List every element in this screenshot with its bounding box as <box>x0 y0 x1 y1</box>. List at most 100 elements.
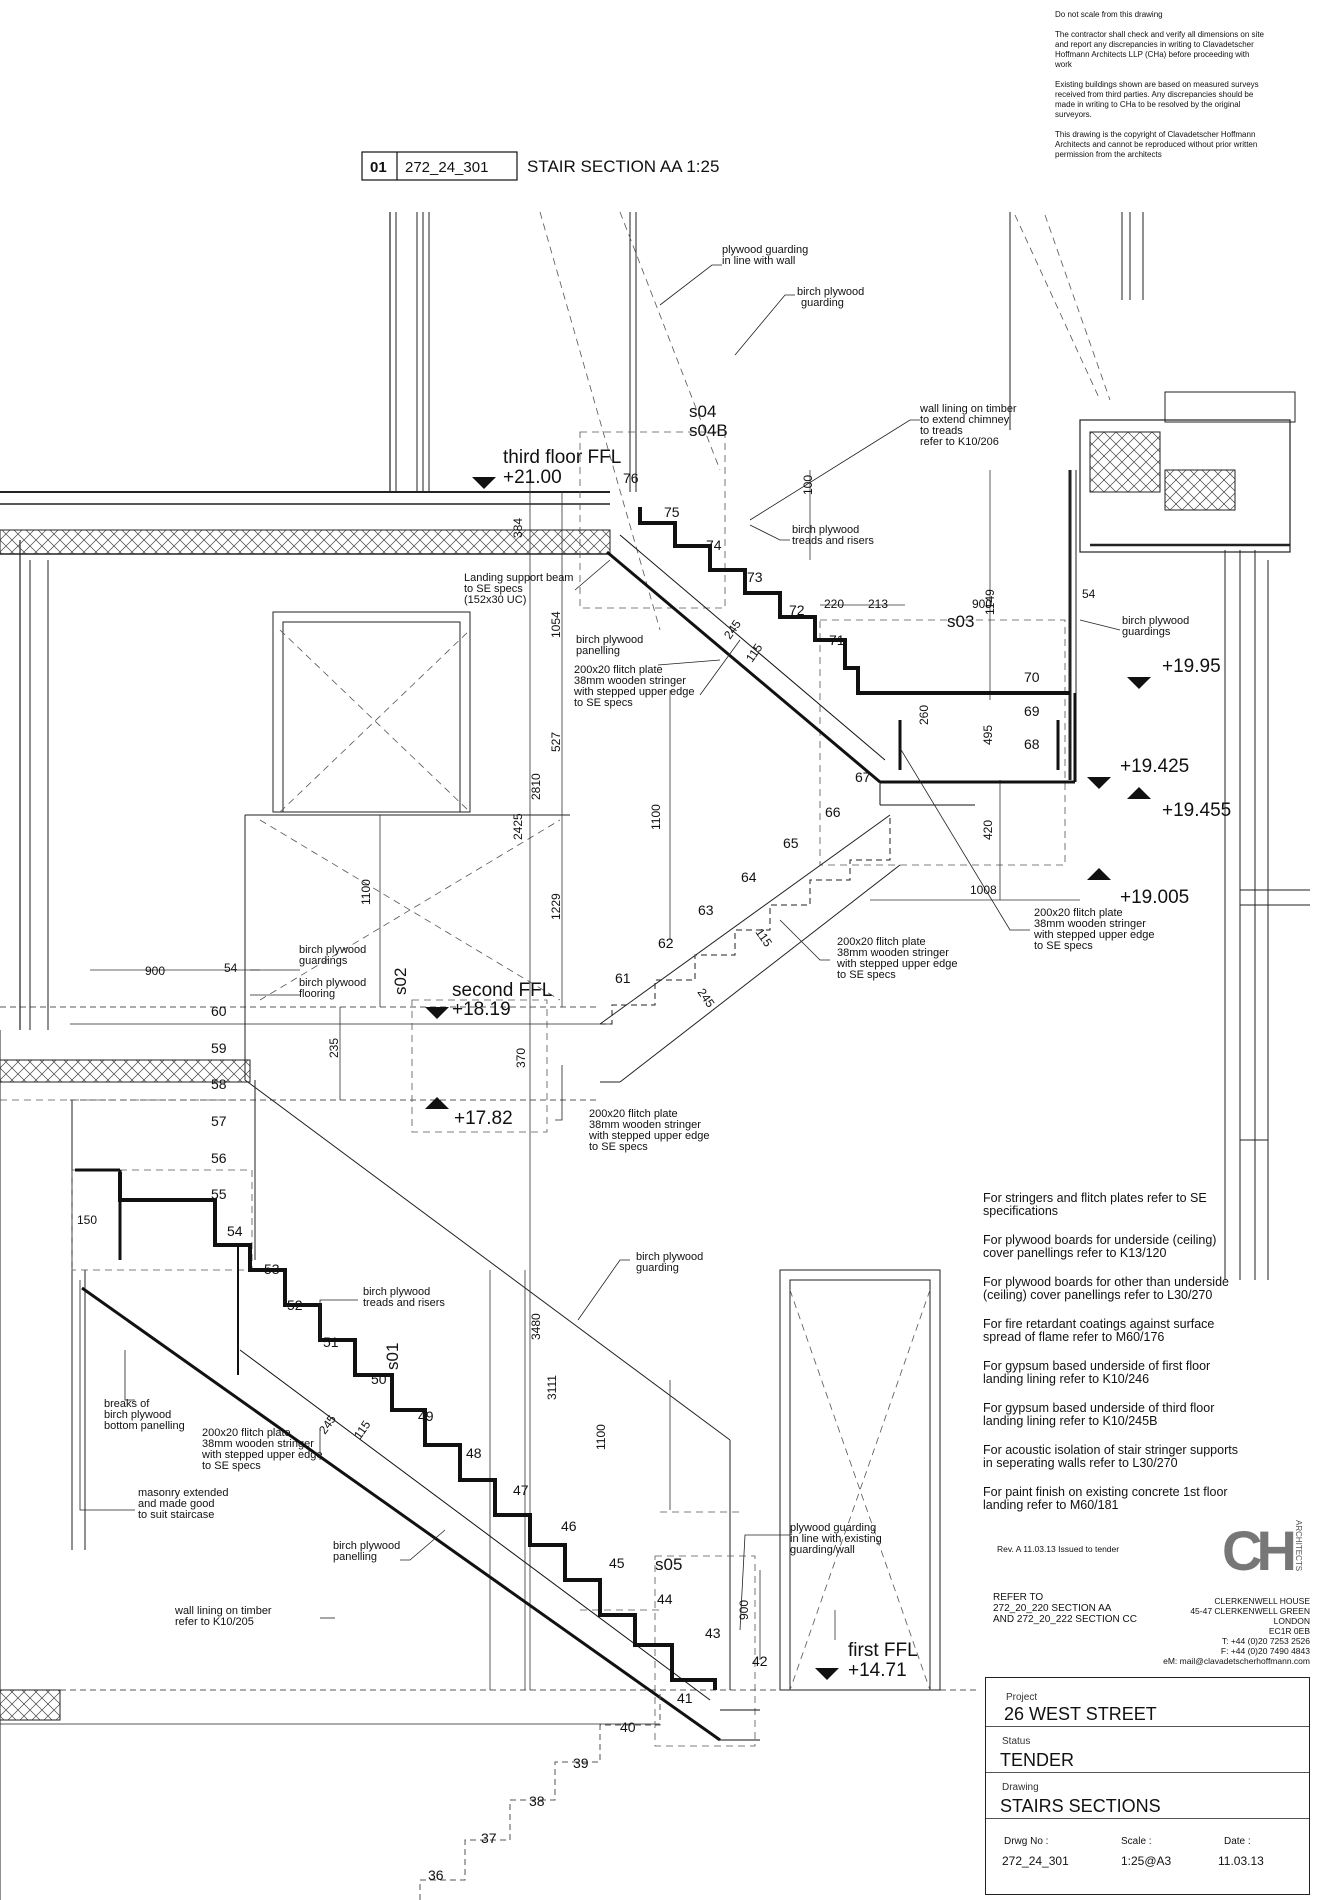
note-breaks-2: birch plywood <box>104 1409 171 1421</box>
note-wall-lining-1: wall lining on timber <box>919 403 1017 415</box>
spec-4: For fire retardant coatings against surf… <box>983 1317 1215 1344</box>
step-73: 73 <box>747 569 763 585</box>
dim-370: 370 <box>514 1048 528 1068</box>
step-69: 69 <box>1024 703 1040 719</box>
step-65: 65 <box>783 835 799 851</box>
revision-note: Rev. A 11.03.13 Issued to tender <box>997 1544 1120 1554</box>
level-third-value: +21.00 <box>503 467 562 488</box>
logo-side-text: ARCHITECTS <box>1294 1520 1303 1572</box>
section-s03: s03 <box>947 612 974 631</box>
dim-527: 527 <box>549 732 563 752</box>
refer-to-line-3: AND 272_20_222 SECTION CC <box>993 1614 1137 1625</box>
stair-lowest-flight <box>419 1690 661 1900</box>
leader-lines <box>79 264 1121 1631</box>
section-s02: s02 <box>391 968 410 995</box>
step-72: 72 <box>789 602 805 618</box>
spec-5: For gypsum based underside of first floo… <box>983 1359 1211 1386</box>
note-flitch-mid-4: to SE specs <box>837 969 896 981</box>
address-line-6: F: +44 (0)20 7490 4843 <box>1220 1646 1310 1656</box>
dim-54-a: 54 <box>1082 587 1096 601</box>
step-59: 59 <box>211 1040 227 1056</box>
level-marker-second <box>425 1007 449 1019</box>
dim-900-a: 900 <box>972 597 992 611</box>
specification-notes: For stringers and flitch plates refer to… <box>983 1192 1238 1528</box>
dim-235: 235 <box>327 1038 341 1058</box>
dim-260: 260 <box>917 705 931 725</box>
refer-to-line-2: 272_20_220 SECTION AA <box>993 1603 1112 1614</box>
note-wall-lining-2: to extend chimney <box>920 414 1010 426</box>
view-title: STAIR SECTION AA 1:25 <box>527 157 719 176</box>
view-number: 01 <box>370 159 387 176</box>
note-panelling-upper-1: birch plywood <box>576 634 643 646</box>
step-37: 37 <box>481 1830 497 1846</box>
drwg-no-value: 272_24_301 <box>1002 1854 1069 1868</box>
level-second-name: second FFL <box>452 980 552 1001</box>
note-birch-guarding-1: birch plywood <box>797 286 864 298</box>
stair-upper-flight <box>606 507 1077 806</box>
dim-3480: 3480 <box>529 1313 543 1340</box>
level-1782: +17.82 <box>454 1108 513 1129</box>
dim-245-b: 245 <box>695 986 718 1011</box>
note-guarding-existing-3: guarding/wall <box>790 1544 855 1556</box>
step-61: 61 <box>615 970 631 986</box>
note-treads-upper-2: treads and risers <box>792 535 874 547</box>
project-row: Project 26 WEST STREET <box>986 1678 1309 1727</box>
step-55: 55 <box>211 1186 227 1202</box>
refer-to-line-1: REFER TO <box>993 1592 1044 1603</box>
note-flitch-lower-1: 200x20 flitch plate <box>202 1427 291 1439</box>
status-label: Status <box>1002 1736 1031 1747</box>
step-70: 70 <box>1024 669 1040 685</box>
step-41: 41 <box>677 1690 693 1706</box>
dim-54-b: 54 <box>224 961 238 975</box>
drawing-title: STAIRS SECTIONS <box>1000 1796 1161 1816</box>
dim-1100-a: 1100 <box>359 879 373 905</box>
address-line-3: LONDON <box>1273 1616 1310 1626</box>
step-56: 56 <box>211 1150 227 1166</box>
note-flitch-mid-1: 200x20 flitch plate <box>837 936 926 948</box>
existing-structure <box>0 212 1310 1900</box>
note-panelling-lower-2: panelling <box>333 1551 377 1563</box>
step-54: 54 <box>227 1223 243 1239</box>
step-74: 74 <box>706 537 722 553</box>
dim-1008: 1008 <box>970 883 997 897</box>
note-treads-lower-1: birch plywood <box>363 1286 430 1298</box>
note-wall-lining-lower-2: refer to K10/205 <box>175 1616 254 1628</box>
note-panelling-lower-1: birch plywood <box>333 1540 400 1552</box>
drawing-label: Drawing <box>1002 1782 1039 1793</box>
project-name: 26 WEST STREET <box>1004 1704 1157 1724</box>
step-68: 68 <box>1024 736 1040 752</box>
level-marker-third <box>472 477 496 489</box>
note-masonry-1: masonry extended <box>138 1487 229 1499</box>
view-tag: 01 272_24_301 STAIR SECTION AA 1:25 <box>361 151 719 181</box>
note-landing-beam-2: to SE specs <box>464 583 523 595</box>
address-line-1: CLERKENWELL HOUSE <box>1214 1596 1310 1606</box>
drawing-row: Drawing STAIRS SECTIONS <box>986 1772 1309 1819</box>
note-flitch-lower-3: with stepped upper edge <box>201 1449 322 1461</box>
spec-2: For plywood boards for underside (ceilin… <box>983 1233 1217 1260</box>
note-flitch-upper-1: 200x20 flitch plate <box>574 664 663 676</box>
level-marker-first <box>815 1668 839 1680</box>
note-4: This drawing is the copyright of Clavade… <box>1055 130 1258 159</box>
note-flooring-2: flooring <box>299 988 335 1000</box>
note-flitch-upper-4: to SE specs <box>574 697 633 709</box>
step-62: 62 <box>658 935 674 951</box>
level-first-value: +14.71 <box>848 1660 907 1681</box>
step-66: 66 <box>825 804 841 820</box>
note-wall-lining-3: to treads <box>920 425 963 437</box>
note-3: Existing buildings shown are based on me… <box>1055 80 1259 119</box>
step-50: 50 <box>371 1371 387 1387</box>
note-breaks-1: breaks of <box>104 1398 150 1410</box>
dim-2425: 2425 <box>511 813 525 840</box>
note-guardings-left-2: guardings <box>299 955 348 967</box>
level-markers <box>425 477 1151 1680</box>
drawing-info-row: Drwg No : 272_24_301 Scale : 1:25@A3 Dat… <box>986 1818 1309 1894</box>
date-label: Date : <box>1224 1836 1251 1847</box>
note-flitch-upper-3: with stepped upper edge <box>573 686 694 698</box>
address-line-7: eM: mail@clavadetscherhoffmann.com <box>1163 1656 1310 1666</box>
dim-1149: 1149 <box>983 589 997 615</box>
step-36: 36 <box>428 1867 444 1883</box>
dim-100: 100 <box>801 475 815 495</box>
dim-2810: 2810 <box>529 773 543 800</box>
note-guardings-left-1: birch plywood <box>299 944 366 956</box>
section-s05: s05 <box>655 1555 682 1574</box>
